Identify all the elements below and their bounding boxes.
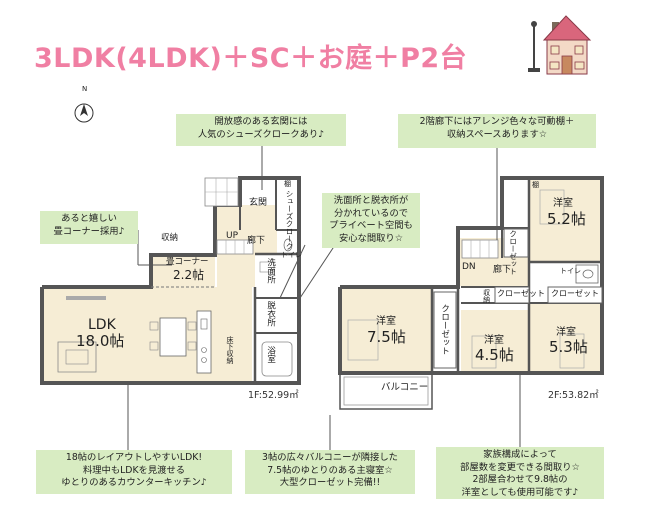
compass-icon xyxy=(74,103,94,123)
annotation-leaders xyxy=(127,146,521,450)
note-family: 家族構成によって 部屋数を変更できる間取り☆ 2部屋合わせて9.8帖の 洋室とし… xyxy=(436,447,604,499)
shoes-closet-label: シューズクローク xyxy=(285,190,294,250)
floor1-area: 1F:52.99㎡ xyxy=(248,390,299,401)
room1-area xyxy=(340,287,432,373)
room1-name: 洋室 xyxy=(376,316,396,327)
shelf-label-2f: 棚 xyxy=(532,181,539,189)
closet-room4: クローゼット xyxy=(508,230,518,275)
note-washroom: 洗面所と脱衣所が 分かれているので プライベート空間も 安心な間取り☆ xyxy=(322,193,420,248)
shelf-label-1f: 棚 xyxy=(284,180,291,188)
note-hall2f: 2階廊下にはアレンジ色々な可動棚＋ 収納スペースあります☆ xyxy=(398,114,596,148)
washroom xyxy=(255,254,299,298)
up-label: UP xyxy=(226,231,239,241)
washroom-label: 洗面所 xyxy=(265,258,276,284)
dressing-label: 脱衣所 xyxy=(265,301,276,327)
room2-name: 洋室 xyxy=(484,335,504,346)
room1-size: 7.5帖 xyxy=(367,328,406,346)
closet-room1: クローゼット xyxy=(439,304,450,355)
room4-name: 洋室 xyxy=(553,198,573,209)
floor1-plan xyxy=(40,176,301,385)
ldk-room xyxy=(42,287,252,383)
entrance-label: 玄関 xyxy=(249,198,268,208)
closet-room3: クローゼット xyxy=(551,289,599,298)
room2-size: 4.5帖 xyxy=(475,346,514,364)
storage-label-2f: 収納 xyxy=(482,289,491,303)
hall-label-1f: 廊下 xyxy=(247,236,266,246)
ldk-name: LDK xyxy=(88,317,116,333)
balcony-label: バルコニー xyxy=(381,382,429,393)
page-title: 3LDK(4LDK)＋SC＋お庭＋P2台 xyxy=(34,43,468,74)
note-balcony: 3帖の広々バルコニーが隣接した 7.5帖のゆとりのある主寝室☆ 大型クローゼット… xyxy=(245,450,415,494)
note-entrance: 開放感のある玄関には 人気のシューズクロークあり♪ xyxy=(176,114,346,146)
floor2-area: 2F:53.82㎡ xyxy=(548,390,599,401)
room3-size: 5.3帖 xyxy=(549,338,588,356)
toilet-label-2f: トイレ xyxy=(560,267,581,275)
room3-area xyxy=(529,303,602,373)
storage-label-1f: 収納 xyxy=(161,233,179,243)
tatami-size: 2.2帖 xyxy=(173,268,205,282)
note-tatami: あると嬉しい 畳コーナー採用♪ xyxy=(40,211,138,244)
room4-size: 5.2帖 xyxy=(547,210,586,228)
tatami-room xyxy=(151,255,215,287)
house-icon xyxy=(528,15,592,75)
room4-area xyxy=(529,178,602,262)
tatami-name: 畳コーナー xyxy=(166,257,209,267)
hall-label-2f: 廊下 xyxy=(493,265,512,275)
bath-label: 浴室 xyxy=(265,346,276,363)
room3-name: 洋室 xyxy=(556,327,576,338)
pantry-label: 床下収納 xyxy=(226,336,234,364)
dressing-room xyxy=(255,298,299,333)
toilet-label-1f: トイレ xyxy=(281,251,302,259)
dn-label: DN xyxy=(462,262,476,272)
ldk-size: 18.0帖 xyxy=(76,332,125,350)
floor2-plan xyxy=(338,176,604,410)
compass-label: N xyxy=(82,85,88,93)
closet-small: クローゼット xyxy=(497,289,545,298)
note-ldk: 18帖のレイアウトしやすいLDK! 料理中もLDKを見渡せる ゆとりのあるカウン… xyxy=(36,450,232,494)
